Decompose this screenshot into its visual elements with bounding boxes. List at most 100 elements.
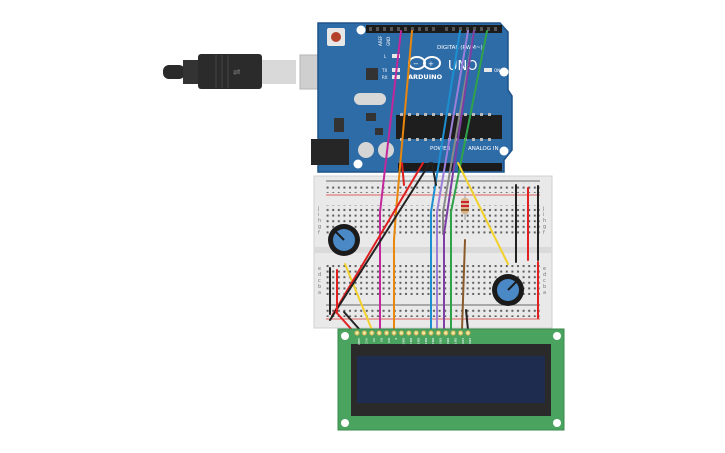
aref-label: AREF [378,35,383,46]
capacitor [358,142,374,158]
svg-text:+: + [428,60,434,68]
lcd-pin-label: LED [468,338,472,345]
row-label: i [543,212,544,218]
lcd-pin[interactable] [435,330,442,336]
potentiometer-left[interactable] [328,224,360,256]
usb-cable-end [163,65,185,79]
lcd-pin[interactable] [398,330,405,336]
lcd-pin[interactable] [428,330,434,336]
lcd-pin[interactable] [369,330,375,336]
usb-icon: ⇌ [233,67,241,77]
wire-lavender[interactable] [436,30,469,331]
row-label: a [318,290,321,296]
lcd-pin-label: DB4 [431,338,435,344]
crystal [354,93,386,105]
wire-magenta[interactable] [379,30,402,331]
rx-led-label: RX [382,75,388,80]
lcd-pin-label: LED [461,338,465,345]
wire-black-lcd2[interactable] [465,309,469,331]
top-power-rail [326,183,540,193]
wire-gray[interactable] [442,30,475,235]
mount-hole [553,419,561,427]
lcd-pin[interactable] [450,330,456,336]
lcd-pin-label: VCC [365,338,369,344]
wire-black-rail[interactable] [431,162,437,186]
wire-black-main[interactable] [329,162,431,321]
on-label: ON [494,68,500,73]
wire-green[interactable] [450,30,488,331]
mount-hole [341,332,349,340]
regulator-small [366,113,376,121]
lcd-pin[interactable] [376,330,382,336]
row-label: j [317,206,319,212]
row-label: h [318,218,321,224]
lcd-pin-label: DB1 [409,338,413,344]
row-label: f [318,230,320,236]
mount-hole [356,25,366,35]
top-terminal-strip [326,205,540,235]
lcd-pin[interactable] [443,330,449,336]
lcd-pin-label: E [394,338,398,340]
usb-plug-body [198,54,262,89]
wire-red-lcd[interactable] [335,311,353,331]
digital-label: DIGITAL (PWM~) [437,45,483,51]
lcd-pin[interactable] [465,330,471,336]
lcd-pin[interactable] [383,330,390,336]
mount-hole [341,419,349,427]
lcd-pin-label: DB0 [402,338,406,344]
wire-red-main[interactable] [331,162,424,317]
row-label: d [543,272,546,278]
wire-blue[interactable] [430,30,461,331]
on-led [484,68,492,72]
power-jack [311,139,349,165]
row-label: d [318,272,321,278]
center-channel [314,247,552,253]
bottom-power-rail [326,307,540,317]
wire-red-rail[interactable] [401,162,405,186]
mount-hole [553,332,561,340]
l-led [392,54,400,58]
potentiometer-right[interactable] [492,274,524,306]
lcd-pin[interactable] [361,330,368,336]
resistor[interactable] [461,194,469,220]
wire-black-lcd[interactable] [343,311,361,331]
capacitor [378,142,394,158]
wire-purple[interactable] [443,30,475,331]
lcd-pin-label: DB5 [439,338,443,344]
mount-hole [499,146,509,156]
power-header [398,163,454,171]
row-label: b [543,284,546,290]
wire-orange[interactable] [393,30,413,331]
row-label: g [318,224,321,230]
lcd-pin[interactable] [457,330,464,336]
wire-yellow-pot[interactable] [344,263,373,331]
lcd-pin[interactable] [354,330,360,336]
arduino-brand: ARDUINO [408,73,443,81]
lcd-pin-label: DB3 [424,338,428,344]
row-label: e [318,266,321,272]
usb-chip [366,68,378,80]
analog-header [458,163,502,171]
lcd-pin-label: RS [379,338,383,342]
row-label: c [318,278,321,284]
mount-hole [353,159,363,169]
lcd-pin[interactable] [391,330,397,336]
lcd-pin[interactable] [406,330,412,336]
l-led-label: L [384,54,387,59]
analog-label: ANALOG IN [468,146,499,152]
svg-text:−: − [413,60,419,68]
row-label: i [318,212,319,218]
atmega-chip [396,115,502,139]
mount-hole [499,67,509,77]
lcd-pin[interactable] [420,330,427,336]
tx-led-label: TX [381,68,387,73]
lcd-pin-label: DB7 [453,338,457,344]
regulator [334,118,344,132]
lcd-pin-label: DB6 [446,338,450,344]
wire-yellow-analog[interactable] [457,162,509,265]
lcd-pin-label: V0 [372,338,376,342]
wire-brown[interactable] [461,239,466,331]
lcd-pin[interactable] [413,330,419,336]
